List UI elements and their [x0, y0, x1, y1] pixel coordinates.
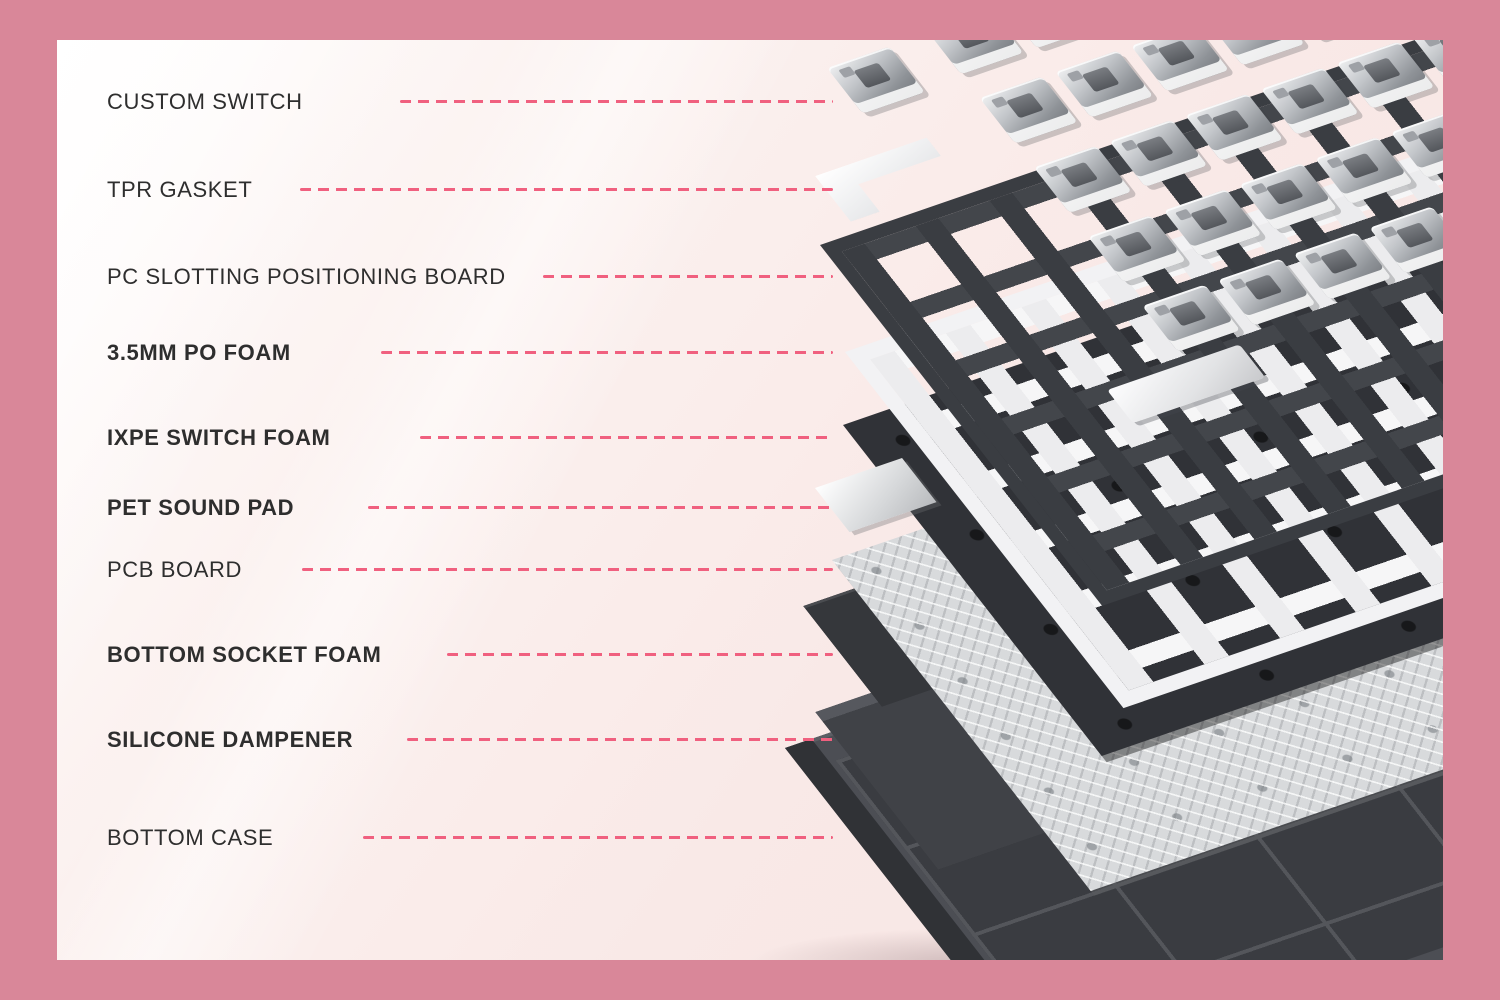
leader-line-pet-sound-pad — [368, 506, 833, 509]
switch-icon — [925, 40, 1024, 75]
label-bottom-socket-foam: BOTTOM SOCKET FOAM — [107, 642, 382, 667]
label-positioning-board: PC SLOTTING POSITIONING BOARD — [107, 264, 506, 289]
leader-line-po-foam — [381, 351, 833, 354]
leader-line-pcb-board — [302, 568, 833, 571]
leader-line-tpr-gasket — [300, 188, 833, 191]
label-pet-sound-pad: PET SOUND PAD — [107, 495, 295, 520]
label-silicone-dampener: SILICONE DAMPENER — [107, 727, 354, 752]
leader-line-bottom-case — [363, 836, 833, 839]
leader-line-ixpe-switch-foam — [420, 436, 833, 439]
label-bottom-case: BOTTOM CASE — [107, 825, 274, 850]
switch-icon — [1055, 50, 1154, 118]
switch-icon — [1130, 40, 1230, 92]
label-custom-switch: CUSTOM SWITCH — [107, 89, 303, 114]
leader-line-positioning-board — [543, 275, 833, 278]
content-panel: CUSTOM SWITCH TPR GASKET PC SLOTTING POS… — [57, 40, 1443, 960]
switch-icon — [827, 46, 926, 114]
leader-line-silicone-dampener — [407, 738, 833, 741]
label-pcb-board: PCB BOARD — [107, 557, 242, 582]
leader-line-bottom-socket-foam — [447, 653, 833, 656]
leader-line-custom-switch — [400, 100, 833, 103]
label-ixpe-switch-foam: IXPE SWITCH FOAM — [107, 425, 331, 450]
keyboard-exploded-view — [57, 40, 1443, 960]
switch-icon — [979, 76, 1078, 144]
label-tpr-gasket: TPR GASKET — [107, 177, 253, 202]
label-po-foam: 3.5MM PO FOAM — [107, 340, 291, 365]
